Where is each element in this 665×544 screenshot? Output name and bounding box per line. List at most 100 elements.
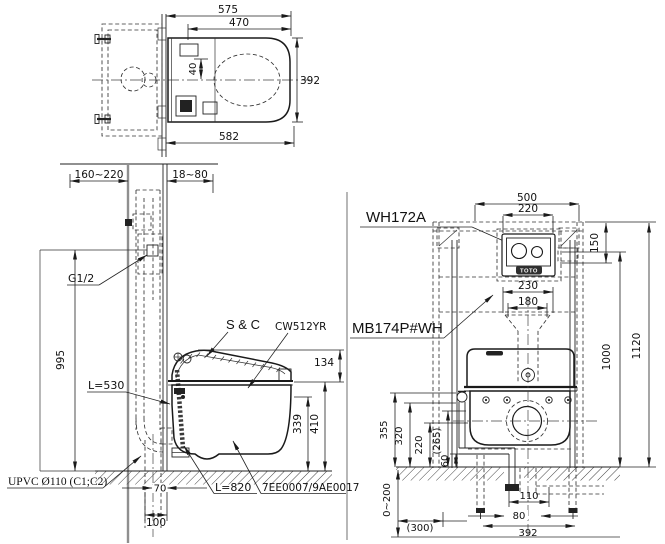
flush-button-large	[510, 242, 528, 260]
dim-470: 470	[229, 17, 249, 29]
dim-995: 995	[39, 249, 147, 472]
dim-pipe-center: 100	[146, 517, 166, 529]
front-dims-left: 355 320 220 (265) 60	[379, 392, 468, 468]
dim-drain-offset: 70	[154, 484, 167, 495]
dim-60: 60	[440, 455, 451, 468]
front-tank-funnel	[504, 314, 551, 383]
dim-582: 582	[219, 131, 239, 143]
side-dims-right: 134 339 410	[198, 349, 344, 472]
cover-slot	[486, 351, 503, 356]
dim-seat-height: 134	[314, 357, 334, 369]
front-dims-right: 150 1000 1120	[560, 221, 656, 468]
dim-70: 70	[122, 483, 207, 495]
dim-300: (300)	[407, 523, 434, 534]
dim-rim-height: 339	[292, 414, 304, 434]
dim-supply-height: 995	[55, 350, 67, 370]
dim-plate-height: 150	[589, 233, 601, 253]
label-carrier: MB174P#WH	[350, 294, 494, 339]
dim-500-220: 500 220	[474, 192, 580, 233]
floor-anchor	[476, 508, 485, 513]
drain-hose-label: L=820	[215, 481, 251, 494]
mount-bracket	[174, 388, 185, 394]
side-dim-top: 160~220 18~80	[69, 169, 214, 193]
label-washlet: CW512YR	[247, 321, 326, 389]
dim-40: 40	[188, 63, 199, 76]
dim-overall-height: 1120	[631, 333, 643, 360]
dim-tank-width: 230	[518, 280, 538, 292]
front-toilet	[453, 296, 600, 535]
seat-opening	[213, 53, 281, 107]
fixing-bolts	[482, 396, 572, 404]
frame-bolt	[125, 219, 132, 226]
drain-pipe-label: UPVC Ø110 (C1;C2)	[8, 476, 107, 488]
corner-bracket	[558, 227, 580, 249]
corner-bracket	[436, 227, 460, 249]
floor-anchor	[568, 508, 578, 513]
washlet-lid-profile	[171, 349, 292, 382]
floor-hatch	[95, 471, 332, 485]
pipe-plan-circle	[120, 66, 146, 92]
seat-label: S & C	[226, 317, 260, 332]
side-ground	[95, 470, 332, 485]
dim-frame-height: 1000	[601, 344, 613, 371]
label-l820: L=820	[183, 445, 257, 494]
bowl-front	[469, 390, 571, 446]
dim-top-height: 410	[309, 414, 321, 434]
dim-100: 100	[144, 492, 168, 529]
dim-320: 320	[394, 426, 405, 445]
accessory-code-label: 7EE0007/9AE0017	[262, 482, 359, 494]
floor-hatch	[396, 467, 504, 481]
dim-floor-range: 0~200	[382, 469, 620, 538]
dim-bolt-span: 392	[518, 528, 537, 539]
label-l530: L=530	[87, 379, 171, 405]
front-dims-bottom: 110 80 (300) 392	[397, 487, 578, 539]
dim-220: 220	[414, 435, 425, 454]
brand-text: TOTO	[520, 268, 538, 274]
anchor-bolt	[94, 114, 111, 124]
dim-80: 80	[513, 511, 526, 522]
flush-plate: TOTO	[496, 228, 579, 282]
dim-floor-range-text: 0~200	[382, 483, 393, 517]
dim-wall-finish: 18~80	[172, 169, 208, 181]
dim-plate-width: 220	[518, 203, 538, 215]
supply-hose-label: L=530	[88, 379, 124, 392]
front-below-floor	[476, 455, 604, 519]
dim-wall-cavity: 160~220	[75, 169, 124, 181]
plan-toilet	[167, 37, 291, 123]
label-upvc: UPVC Ø110 (C1;C2)	[7, 455, 142, 489]
dim-frame-width: 500	[517, 192, 537, 204]
floor-hatch	[524, 467, 620, 481]
dim-110: 110	[519, 491, 538, 502]
bowl-profile	[171, 384, 292, 460]
brand-badge	[516, 265, 542, 275]
front-view: WH172A MB174P#WH 500 220	[346, 192, 656, 540]
water-inlet-fitting	[146, 244, 159, 257]
plan-view: 575 470 392 582 40	[92, 4, 320, 157]
lid-hinge	[182, 354, 192, 364]
pipe-fitting	[505, 484, 519, 491]
anchor-bolt	[94, 34, 111, 44]
tank-plan-outline	[101, 23, 163, 137]
dim-392: 392	[300, 75, 320, 87]
lid-hatching	[180, 352, 281, 373]
plan-wall-section	[92, 14, 310, 157]
supply-hose	[171, 369, 190, 458]
stop-valve	[456, 391, 468, 403]
label-flush-plate: WH172A	[360, 209, 516, 247]
side-view: 160~220 18~80 995 G1/2 L=530	[7, 163, 359, 543]
dim-265: (265)	[432, 427, 443, 454]
label-accessory: 7EE0007/9AE0017	[232, 440, 359, 494]
side-toilet	[168, 349, 293, 460]
front-ground	[396, 466, 620, 481]
dim-575: 575	[218, 4, 238, 16]
side-tank	[125, 189, 164, 453]
dim-valve-height: 355	[379, 420, 390, 439]
washlet-model-label: CW512YR	[275, 321, 326, 333]
label-seat: S & C	[206, 317, 260, 357]
washlet-cover-front	[466, 348, 575, 388]
toilet-plan-outline	[167, 37, 291, 123]
water-inlet-label: G1/2	[68, 272, 94, 285]
plan-dimensions: 575 470 392 582 40	[165, 4, 320, 147]
carrier-model-label: MB174P#WH	[352, 320, 443, 337]
